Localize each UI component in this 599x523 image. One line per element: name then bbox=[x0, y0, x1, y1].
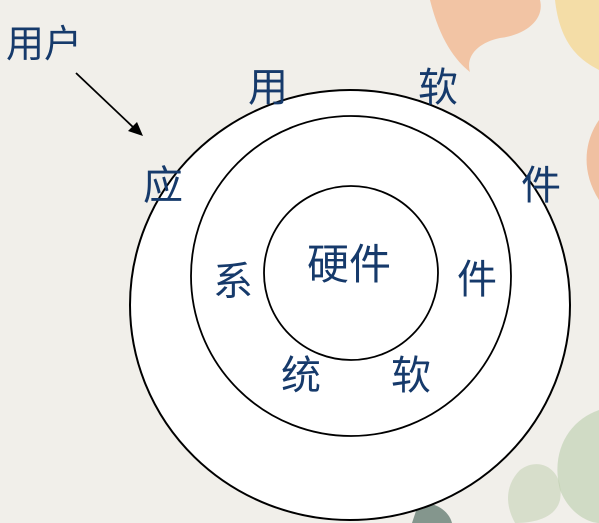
middle-ring-char-4: 件 bbox=[457, 257, 497, 303]
user-pointer-arrow bbox=[75, 72, 135, 129]
decor-blob-bottom-right-green bbox=[557, 410, 599, 523]
middle-ring-char-3: 软 bbox=[391, 353, 431, 399]
decor-blob-top-right-orange bbox=[430, 0, 541, 72]
watercolor-decoration bbox=[412, 0, 599, 523]
decor-blob-right-orange bbox=[586, 120, 599, 200]
hardware-core-ring bbox=[263, 185, 439, 361]
decor-blob-bottom-green bbox=[508, 464, 561, 523]
outer-ring-char-2: 软 bbox=[418, 65, 458, 111]
outer-ring-char-4: 件 bbox=[521, 163, 561, 209]
middle-ring-char-1: 系 bbox=[213, 259, 253, 305]
outer-ring-char-1: 用 bbox=[248, 65, 288, 111]
middle-ring-char-2: 统 bbox=[281, 353, 321, 399]
decor-blob-top-right-yellow bbox=[555, 0, 599, 70]
outer-ring-char-3: 应 bbox=[143, 163, 183, 209]
user-pointer-arrowhead bbox=[128, 122, 143, 136]
user-label: 用户 bbox=[6, 22, 82, 66]
hardware-label: 硬件 bbox=[307, 240, 391, 289]
